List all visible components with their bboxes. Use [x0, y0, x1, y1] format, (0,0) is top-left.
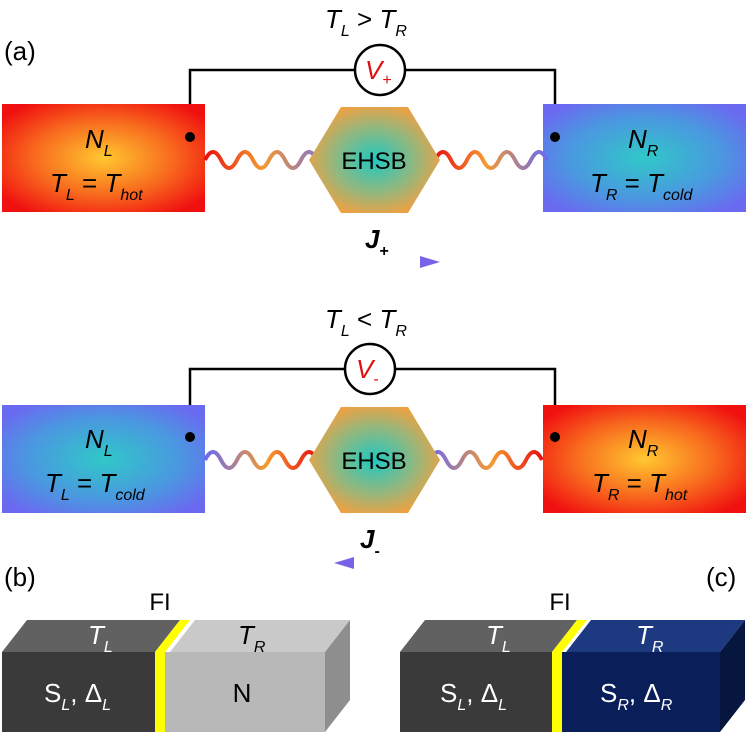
block-c-front-left-label: SL, ΔL — [440, 678, 507, 714]
condition-top: TL > TR — [325, 4, 407, 40]
wave-left-bottom — [203, 450, 319, 470]
block-b-front-left-label: SL, ΔL — [44, 678, 111, 714]
reservoir-left-top-temp: TL = Thot — [50, 168, 143, 204]
arrowhead-bottom — [334, 557, 354, 569]
fi-barrier-c — [552, 620, 587, 652]
reservoir-left-bottom-name: NL — [85, 424, 113, 460]
reservoir-left-top-name: NL — [85, 124, 113, 160]
fi-label-c: FI — [549, 589, 570, 616]
block-b-front-right-label: N — [233, 678, 252, 708]
reservoir-right-top-name: NR — [628, 124, 659, 160]
block-b-top-left-label: TL — [88, 620, 113, 656]
block-b-top-right — [170, 620, 350, 652]
reservoir-left-bottom-temp: TL = Tcold — [45, 468, 146, 504]
ehsb-label-top: EHSB — [341, 148, 406, 175]
block-c-front-left — [400, 652, 553, 732]
fi-barrier-c-front — [552, 652, 562, 732]
reservoir-right-bottom-temp: TR = Thot — [592, 468, 688, 504]
panel-label-a: (a) — [4, 36, 36, 66]
terminal-dot — [185, 132, 195, 142]
block-b-front-right — [165, 652, 325, 732]
ehsb-hexagon-top — [309, 107, 440, 213]
block-c-side — [720, 620, 745, 732]
block-c-front-right-label: SR, ΔR — [600, 678, 673, 714]
block-b-front-left — [2, 652, 157, 732]
wave-left-top — [203, 150, 335, 170]
fi-barrier-b-front — [155, 652, 165, 732]
reservoir-left-top — [2, 104, 205, 212]
terminal-dot — [550, 432, 560, 442]
block-c-top-right-label: TR — [636, 620, 664, 656]
voltmeter-bottom — [343, 342, 397, 396]
reservoir-right-bottom-name: NR — [628, 424, 659, 460]
fi-label-b: FI — [149, 589, 170, 616]
arrowhead-top — [420, 256, 440, 268]
block-b-side — [325, 620, 350, 732]
voltmeter-bottom-label: V- — [356, 354, 379, 388]
terminal-dot — [185, 432, 195, 442]
voltmeter-top-label: V+ — [365, 55, 392, 89]
reservoir-left-bottom — [2, 405, 205, 513]
panel-label-b: (b) — [4, 562, 36, 592]
reservoir-right-bottom — [543, 405, 746, 513]
reservoir-right-top-temp: TR = Tcold — [590, 168, 693, 204]
current-label-bottom: J- — [360, 524, 380, 560]
ehsb-label-bottom: EHSB — [341, 448, 406, 475]
block-c-top-left-label: TL — [486, 620, 511, 656]
wave-right-bottom — [428, 450, 544, 470]
voltmeter-top — [353, 43, 407, 97]
ehsb-hexagon-bottom — [309, 407, 440, 513]
wave-right-top — [433, 150, 549, 170]
circuit-wire-bottom — [188, 367, 345, 437]
condition-bottom: TL < TR — [325, 304, 407, 340]
block-c-top-right — [566, 620, 745, 652]
reservoir-right-top — [543, 104, 746, 212]
block-b-top-left — [2, 620, 180, 652]
current-label-top: J+ — [365, 224, 389, 260]
circuit-wire-top-right — [405, 68, 557, 135]
fi-barrier-b — [155, 620, 190, 652]
block-c-front-right — [561, 652, 720, 732]
block-b-top-right-label: TR — [238, 620, 266, 656]
terminal-dot — [550, 132, 560, 142]
panel-label-c: (c) — [706, 562, 736, 592]
block-c-top-left — [400, 620, 577, 652]
